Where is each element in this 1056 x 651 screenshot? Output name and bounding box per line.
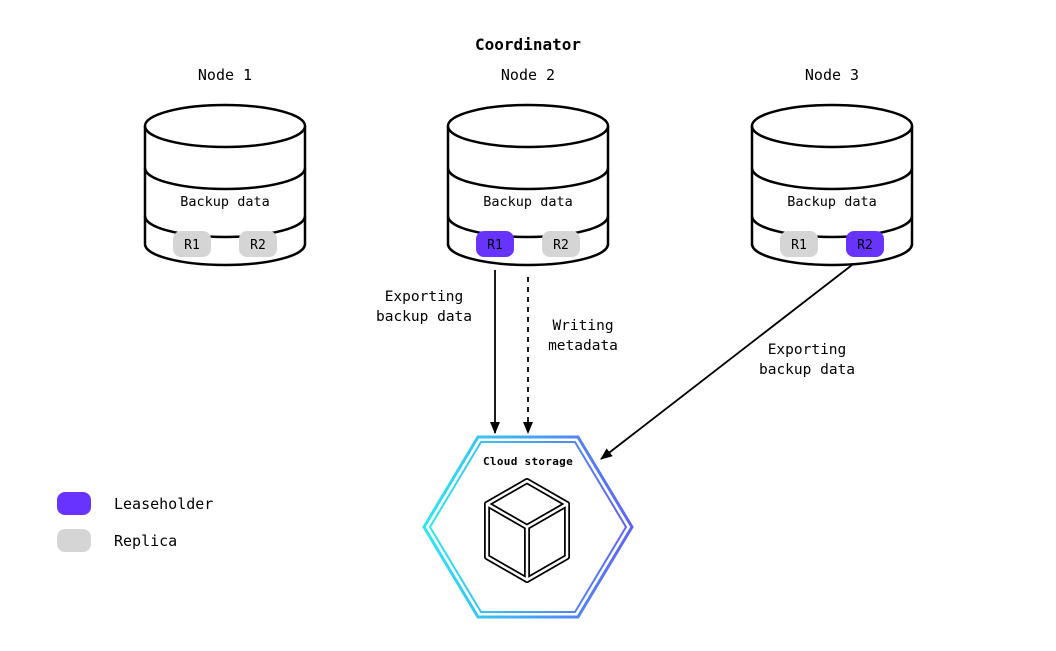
node-3: Node 3 Backup data R1 R2 xyxy=(750,66,914,267)
node-3-leaseholder-r2-badge xyxy=(846,231,884,257)
node-3-cylinder-arc-upper xyxy=(750,167,914,191)
node-1-replica-r2-label: R2 xyxy=(250,238,266,253)
node-3-leaseholder-r2-label: R2 xyxy=(857,238,873,253)
node-3-replica-r1-label: R1 xyxy=(791,238,807,253)
export-arrow-node3 xyxy=(600,264,853,460)
node-1-cylinder-body xyxy=(143,126,307,267)
export-left-label-line1: Exporting xyxy=(385,289,464,305)
node-1: Node 1 Backup data R1 R2 xyxy=(143,66,307,267)
node-1-backup-data-label: Backup data xyxy=(180,194,269,210)
node-3-cylinder-body xyxy=(750,126,914,267)
node-2-cylinder-top xyxy=(446,103,610,149)
node-3-cylinder-arc-lower xyxy=(750,215,914,239)
legend-leaseholder-swatch xyxy=(57,492,91,515)
export-right-label-line2: backup data xyxy=(759,362,855,378)
export-left-label-line2: backup data xyxy=(376,309,472,325)
node-2-cylinder-arc-lower xyxy=(446,215,610,239)
node-2-replica-r2-badge xyxy=(542,231,580,257)
cloud-storage-label: Cloud storage xyxy=(483,455,573,468)
node-3-label: Node 3 xyxy=(805,66,859,84)
legend-leaseholder-label: Leaseholder xyxy=(114,495,213,513)
export-right-label-line1: Exporting xyxy=(768,342,847,358)
writing-metadata-label-line1: Writing xyxy=(552,318,613,334)
node-2-leaseholder-r1-label: R1 xyxy=(487,238,503,253)
legend: Leaseholder Replica xyxy=(57,492,213,552)
cloud-storage-hexagon-inner xyxy=(428,441,628,613)
node-1-replica-r2-badge xyxy=(239,231,277,257)
node-2: Node 2 Backup data R1 R2 xyxy=(446,66,610,267)
node-3-backup-data-label: Backup data xyxy=(787,194,876,210)
legend-replica-label: Replica xyxy=(114,532,177,550)
node-1-replica-r1-label: R1 xyxy=(184,238,200,253)
node-3-cylinder-top xyxy=(750,103,914,149)
cloud-storage: Cloud storage xyxy=(422,435,634,619)
export-right-label: Exporting backup data xyxy=(759,342,855,378)
export-left-label: Exporting backup data xyxy=(376,289,472,325)
writing-metadata-label: Writing metadata xyxy=(548,318,618,354)
legend-replica-swatch xyxy=(57,529,91,552)
node-1-cylinder-arc-lower xyxy=(143,215,307,239)
node-2-label: Node 2 xyxy=(501,66,555,84)
node-1-cylinder-top xyxy=(143,103,307,149)
node-2-cylinder-arc-upper xyxy=(446,167,610,191)
node-3-replica-r1-badge xyxy=(780,231,818,257)
coordinator-title: Coordinator xyxy=(475,35,581,54)
cube-icon xyxy=(484,478,570,583)
node-2-replica-r2-label: R2 xyxy=(553,238,569,253)
node-1-replica-r1-badge xyxy=(173,231,211,257)
node-2-cylinder-body xyxy=(446,126,610,267)
node-2-backup-data-label: Backup data xyxy=(483,194,572,210)
node-1-label: Node 1 xyxy=(198,66,252,84)
writing-metadata-label-line2: metadata xyxy=(548,338,618,354)
node-1-cylinder-arc-upper xyxy=(143,167,307,191)
node-2-leaseholder-r1-badge xyxy=(476,231,514,257)
